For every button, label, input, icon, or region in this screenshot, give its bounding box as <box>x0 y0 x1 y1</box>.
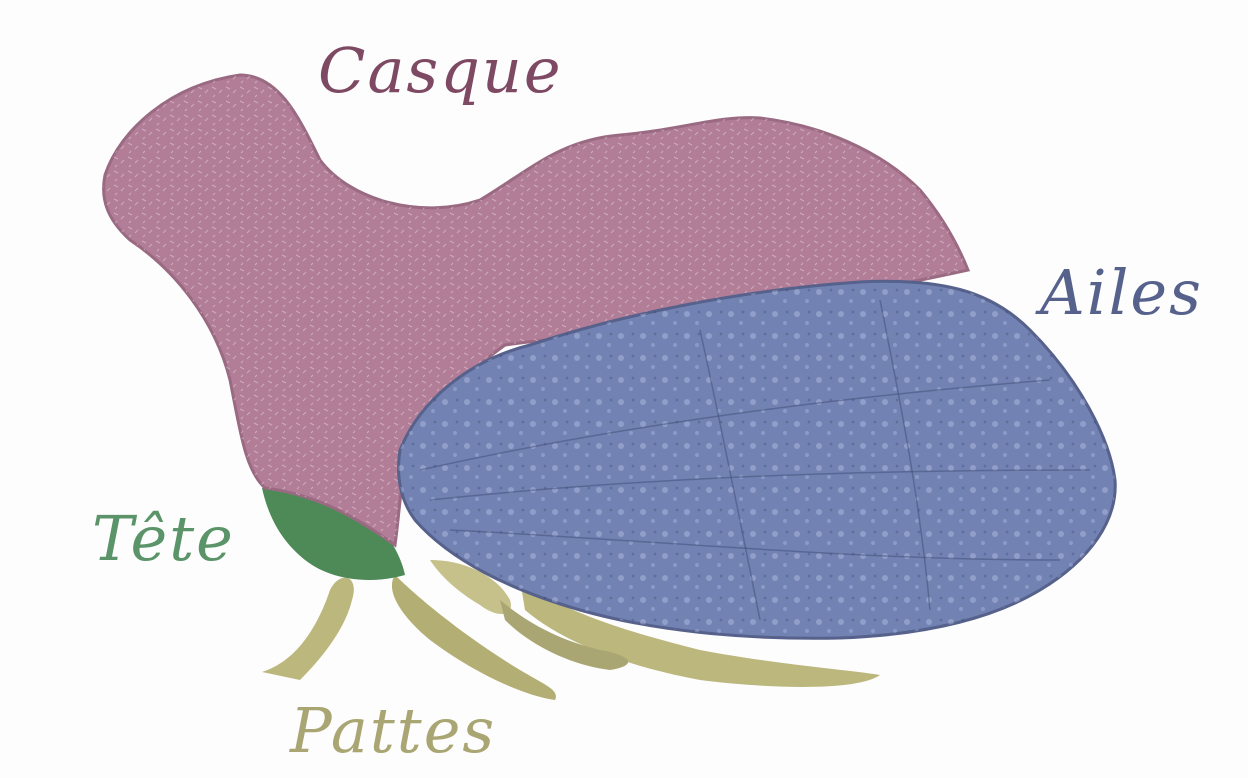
legs-label: Pattes <box>290 700 496 762</box>
head-label: Tête <box>92 508 235 570</box>
wings-label: Ailes <box>1040 262 1203 324</box>
helmet-label: Casque <box>318 40 563 102</box>
